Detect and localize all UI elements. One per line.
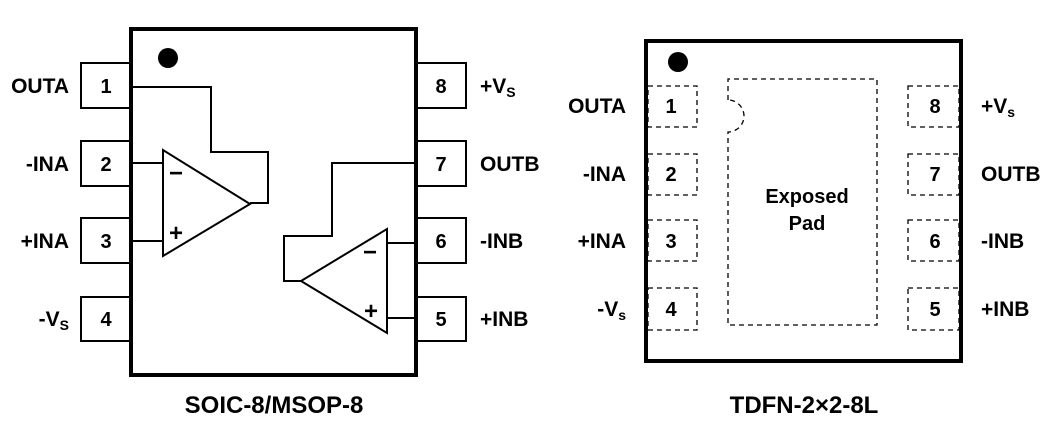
tdfn-pin-3-label: +INA (578, 230, 626, 253)
tdfn-pin-5-label: +INB (981, 298, 1029, 321)
tdfn-pin-6 (907, 219, 960, 262)
tdfn-package: Exposed Pad 1 2 3 4 8 7 6 5 OUTA -INA +I… (568, 39, 1041, 419)
soic-pin-7-number: 7 (435, 154, 446, 176)
soic-caption: SOIC-8/MSOP-8 (185, 392, 364, 419)
tdfn-pin-8-label-main: +V (981, 95, 1007, 118)
opamp-b-minus-sign: − (363, 239, 377, 266)
tdfn-pin-2-label: -INA (583, 163, 626, 186)
opamp-a-plus-sign: + (169, 220, 183, 247)
pin1-indicator-dot (158, 48, 178, 68)
exposed-pad-label-line1: Exposed (765, 186, 848, 208)
opamp-a: − + (133, 86, 269, 258)
soic-package: − + − + 1 2 3 4 5 6 7 8 OUTA -INA +INA -… (11, 27, 540, 419)
soic-pin-8-number: 8 (435, 76, 446, 98)
tdfn-pin-7-number: 7 (929, 164, 940, 186)
tdfn-pin-5 (907, 287, 960, 331)
opamp-a-triangle (162, 148, 252, 258)
soic-pin-1-label: OUTA (11, 75, 69, 98)
tdfn-caption: TDFN-2×2-8L (730, 392, 879, 419)
tdfn-pin-1-label: OUTA (568, 95, 626, 118)
tdfn-pin-4-label-main: -V (597, 298, 618, 321)
soic-pin-5-number: 5 (435, 309, 446, 331)
soic-pin-8 (415, 62, 467, 109)
soic-pin-2-label: -INA (26, 153, 69, 176)
soic-pin-3-label: +INA (21, 230, 69, 253)
soic-pin-6 (415, 217, 467, 264)
exposed-pad-outline (727, 78, 878, 326)
wire-outb-feedback (283, 162, 414, 282)
tdfn-pin-8-label: +Vs (981, 95, 1015, 120)
soic-pin-3-number: 3 (100, 231, 111, 253)
tdfn-pin-7 (907, 153, 960, 196)
soic-pin-4-number: 4 (100, 309, 112, 331)
soic-pin-8-label-sub: S (506, 84, 515, 100)
soic-pin-8-label-main: +V (480, 75, 506, 98)
exposed-pad-label-line2: Pad (789, 213, 826, 235)
soic-pin-5-label: +INB (480, 308, 528, 331)
tdfn-pin-8-label-sub: s (1007, 104, 1015, 120)
soic-pin-6-number: 6 (435, 231, 446, 253)
opamp-b-triangle (299, 227, 388, 335)
opamp-b: − + (283, 162, 414, 335)
soic-pin-4-label: -VS (39, 308, 69, 333)
tdfn-pin-4-number: 4 (665, 299, 677, 321)
tdfn-pin-6-number: 6 (929, 231, 940, 253)
soic-pin-8-label: +VS (480, 75, 516, 100)
soic-pin-4-label-main: -V (39, 308, 60, 331)
soic-pin-3 (80, 217, 131, 264)
tdfn-pin-5-number: 5 (929, 299, 940, 321)
soic-pin-6-label: -INB (480, 230, 523, 253)
tdfn-pin-8-number: 8 (929, 96, 940, 118)
opamp-b-plus-sign: + (364, 298, 378, 325)
soic-pin-1 (80, 62, 131, 109)
soic-pin-4-label-sub: S (60, 317, 69, 333)
wire-outa-feedback (133, 86, 269, 204)
tdfn-pin-8 (907, 85, 960, 128)
tdfn-pin1-indicator-dot (668, 52, 688, 72)
soic-pin-7-label: OUTB (480, 153, 540, 176)
soic-pin-2 (80, 140, 131, 187)
tdfn-pin-4-label-sub: s (618, 307, 626, 323)
tdfn-pin-2-number: 2 (665, 164, 676, 186)
opamp-a-minus-sign: − (169, 160, 183, 187)
soic-pin-1-number: 1 (100, 76, 111, 98)
tdfn-pin-6-label: -INB (981, 230, 1024, 253)
soic-pin-2-number: 2 (100, 154, 111, 176)
tdfn-pin-4-label: -Vs (597, 298, 626, 323)
tdfn-pin-1-number: 1 (665, 96, 676, 118)
tdfn-pin-7-label: OUTB (981, 163, 1041, 186)
tdfn-pin-3-number: 3 (665, 231, 676, 253)
